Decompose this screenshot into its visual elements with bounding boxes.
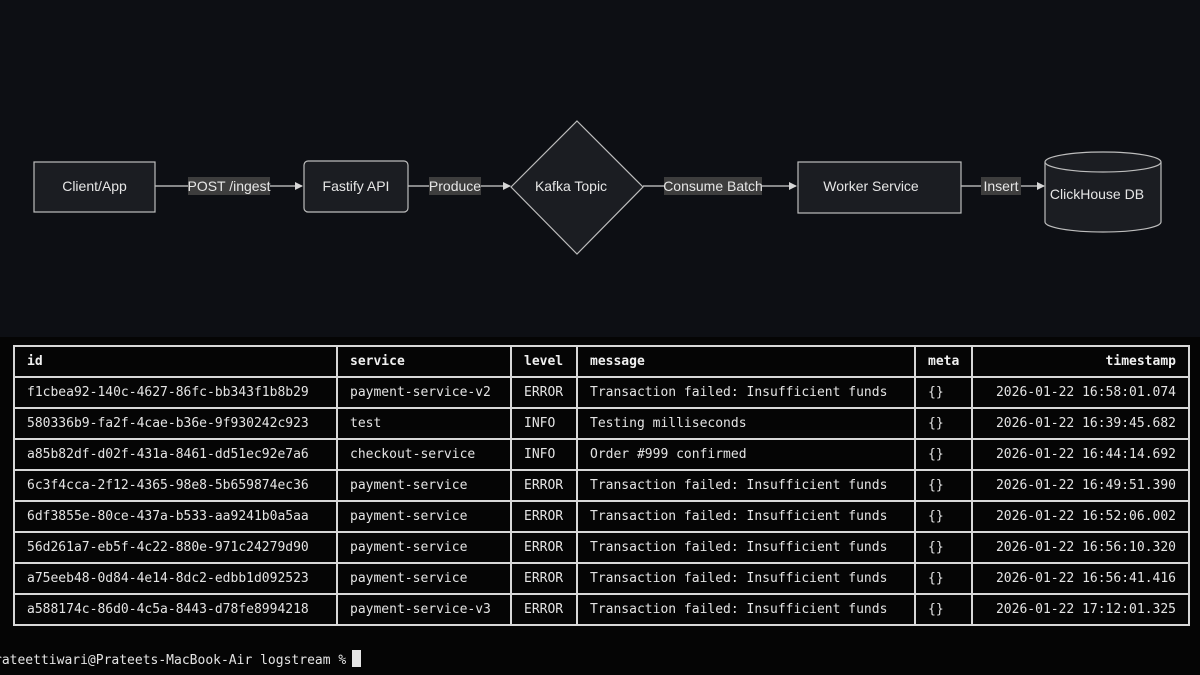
cell-message: Transaction failed: Insufficient funds bbox=[576, 562, 916, 595]
cell-id: a588174c-86d0-4c5a-8443-d78fe8994218 bbox=[13, 593, 338, 626]
edge-label-post-ingest: POST /ingest bbox=[187, 178, 270, 194]
cell-service: payment-service-v2 bbox=[336, 376, 512, 409]
cell-id: a85b82df-d02f-431a-8461-dd51ec92e7a6 bbox=[13, 438, 338, 471]
table-row: a75eeb48-0d84-4e14-8dc2-edbb1d092523 pay… bbox=[13, 562, 1190, 595]
column-header-meta: meta bbox=[914, 345, 973, 378]
edge-post-ingest: POST /ingest bbox=[155, 177, 303, 195]
cell-id: 580336b9-fa2f-4cae-b36e-9f930242c923 bbox=[13, 407, 338, 440]
cell-timestamp: 2026-01-22 16:56:41.416 bbox=[971, 562, 1190, 595]
cell-timestamp: 2026-01-22 16:58:01.074 bbox=[971, 376, 1190, 409]
cell-level: ERROR bbox=[510, 469, 578, 502]
cell-message: Transaction failed: Insufficient funds bbox=[576, 376, 916, 409]
table-row: a85b82df-d02f-431a-8461-dd51ec92e7a6 che… bbox=[13, 438, 1190, 471]
table-row: f1cbea92-140c-4627-86fc-bb343f1b8b29 pay… bbox=[13, 376, 1190, 409]
cell-id: a75eeb48-0d84-4e14-8dc2-edbb1d092523 bbox=[13, 562, 338, 595]
cell-meta: {} bbox=[914, 469, 973, 502]
node-label-clickhouse-db: ClickHouse DB bbox=[1050, 186, 1144, 202]
table-header-row: id service level message meta timestamp bbox=[13, 345, 1190, 378]
edge-label-bg bbox=[981, 177, 1021, 195]
cell-message: Transaction failed: Insufficient funds bbox=[576, 593, 916, 626]
cell-timestamp: 2026-01-22 16:52:06.002 bbox=[971, 500, 1190, 533]
node-fastify-api: Fastify API bbox=[303, 160, 409, 213]
node-label-worker-service: Worker Service bbox=[823, 178, 919, 194]
cell-timestamp: 2026-01-22 16:56:10.320 bbox=[971, 531, 1190, 564]
node-clickhouse-db: ClickHouse DB bbox=[1044, 151, 1162, 233]
architecture-diagram: POST /ingest Produce Consume Batch Inser… bbox=[0, 0, 1200, 337]
cell-message: Transaction failed: Insufficient funds bbox=[576, 531, 916, 564]
cell-timestamp: 2026-01-22 17:12:01.325 bbox=[971, 593, 1190, 626]
cell-service: checkout-service bbox=[336, 438, 512, 471]
cell-level: INFO bbox=[510, 438, 578, 471]
shell-prompt-line[interactable]: rateettiwari@Prateets-MacBook-Air logstr… bbox=[0, 648, 1200, 670]
cell-meta: {} bbox=[914, 593, 973, 626]
cell-message: Transaction failed: Insufficient funds bbox=[576, 469, 916, 502]
edge-label-bg bbox=[429, 177, 481, 195]
cell-service: test bbox=[336, 407, 512, 440]
cell-service: payment-service bbox=[336, 500, 512, 533]
edge-label-produce: Produce bbox=[429, 178, 481, 194]
cell-id: f1cbea92-140c-4627-86fc-bb343f1b8b29 bbox=[13, 376, 338, 409]
cell-meta: {} bbox=[914, 438, 973, 471]
column-header-level: level bbox=[510, 345, 578, 378]
cell-meta: {} bbox=[914, 407, 973, 440]
node-kafka-topic: Kafka Topic bbox=[510, 120, 644, 255]
node-label-client-app: Client/App bbox=[62, 178, 127, 194]
edge-label-consume-batch: Consume Batch bbox=[663, 178, 763, 194]
cell-level: ERROR bbox=[510, 593, 578, 626]
cell-service: payment-service bbox=[336, 531, 512, 564]
table-row: 6c3f4cca-2f12-4365-98e8-5b659874ec36 pay… bbox=[13, 469, 1190, 502]
cell-message: Transaction failed: Insufficient funds bbox=[576, 500, 916, 533]
table-row: 6df3855e-80ce-437a-b533-aa9241b0a5aa pay… bbox=[13, 500, 1190, 533]
cell-service: payment-service bbox=[336, 469, 512, 502]
shell-prompt: rateettiwari@Prateets-MacBook-Air logstr… bbox=[0, 650, 362, 668]
diagram-canvas: POST /ingest Produce Consume Batch Inser… bbox=[33, 120, 1162, 255]
table-row: 580336b9-fa2f-4cae-b36e-9f930242c923 tes… bbox=[13, 407, 1190, 440]
edge-consume-batch: Consume Batch bbox=[643, 177, 797, 195]
cell-message: Testing milliseconds bbox=[576, 407, 916, 440]
column-header-service: service bbox=[336, 345, 512, 378]
column-header-timestamp: timestamp bbox=[971, 345, 1190, 378]
edge-label-bg bbox=[664, 177, 762, 195]
cell-meta: {} bbox=[914, 531, 973, 564]
cell-service: payment-service-v3 bbox=[336, 593, 512, 626]
column-header-id: id bbox=[13, 345, 338, 378]
edge-insert: Insert bbox=[961, 177, 1045, 195]
cell-timestamp: 2026-01-22 16:39:45.682 bbox=[971, 407, 1190, 440]
cell-level: INFO bbox=[510, 407, 578, 440]
cell-level: ERROR bbox=[510, 562, 578, 595]
cell-timestamp: 2026-01-22 16:44:14.692 bbox=[971, 438, 1190, 471]
node-label-kafka-topic: Kafka Topic bbox=[535, 178, 607, 194]
node-worker-service: Worker Service bbox=[797, 161, 962, 214]
shell-prompt-text: rateettiwari@Prateets-MacBook-Air logstr… bbox=[0, 653, 347, 668]
edge-label-bg bbox=[188, 177, 270, 195]
cell-meta: {} bbox=[914, 562, 973, 595]
table-row: a588174c-86d0-4c5a-8443-d78fe8994218 pay… bbox=[13, 593, 1190, 626]
cell-message: Order #999 confirmed bbox=[576, 438, 916, 471]
cell-service: payment-service bbox=[336, 562, 512, 595]
cell-id: 6c3f4cca-2f12-4365-98e8-5b659874ec36 bbox=[13, 469, 338, 502]
log-results-table: id service level message meta timestamp … bbox=[13, 345, 1190, 626]
node-client-app: Client/App bbox=[33, 161, 156, 213]
cell-id: 56d261a7-eb5f-4c22-880e-971c24279d90 bbox=[13, 531, 338, 564]
cell-level: ERROR bbox=[510, 376, 578, 409]
cell-meta: {} bbox=[914, 376, 973, 409]
column-header-message: message bbox=[576, 345, 916, 378]
cell-id: 6df3855e-80ce-437a-b533-aa9241b0a5aa bbox=[13, 500, 338, 533]
cell-level: ERROR bbox=[510, 531, 578, 564]
edge-label-insert: Insert bbox=[983, 178, 1018, 194]
cell-level: ERROR bbox=[510, 500, 578, 533]
cell-timestamp: 2026-01-22 16:49:51.390 bbox=[971, 469, 1190, 502]
cell-meta: {} bbox=[914, 500, 973, 533]
table-row: 56d261a7-eb5f-4c22-880e-971c24279d90 pay… bbox=[13, 531, 1190, 564]
node-label-fastify-api: Fastify API bbox=[323, 178, 390, 194]
terminal-window[interactable]: id service level message meta timestamp … bbox=[0, 337, 1200, 675]
cursor-block bbox=[352, 650, 362, 667]
edge-produce: Produce bbox=[408, 177, 511, 195]
